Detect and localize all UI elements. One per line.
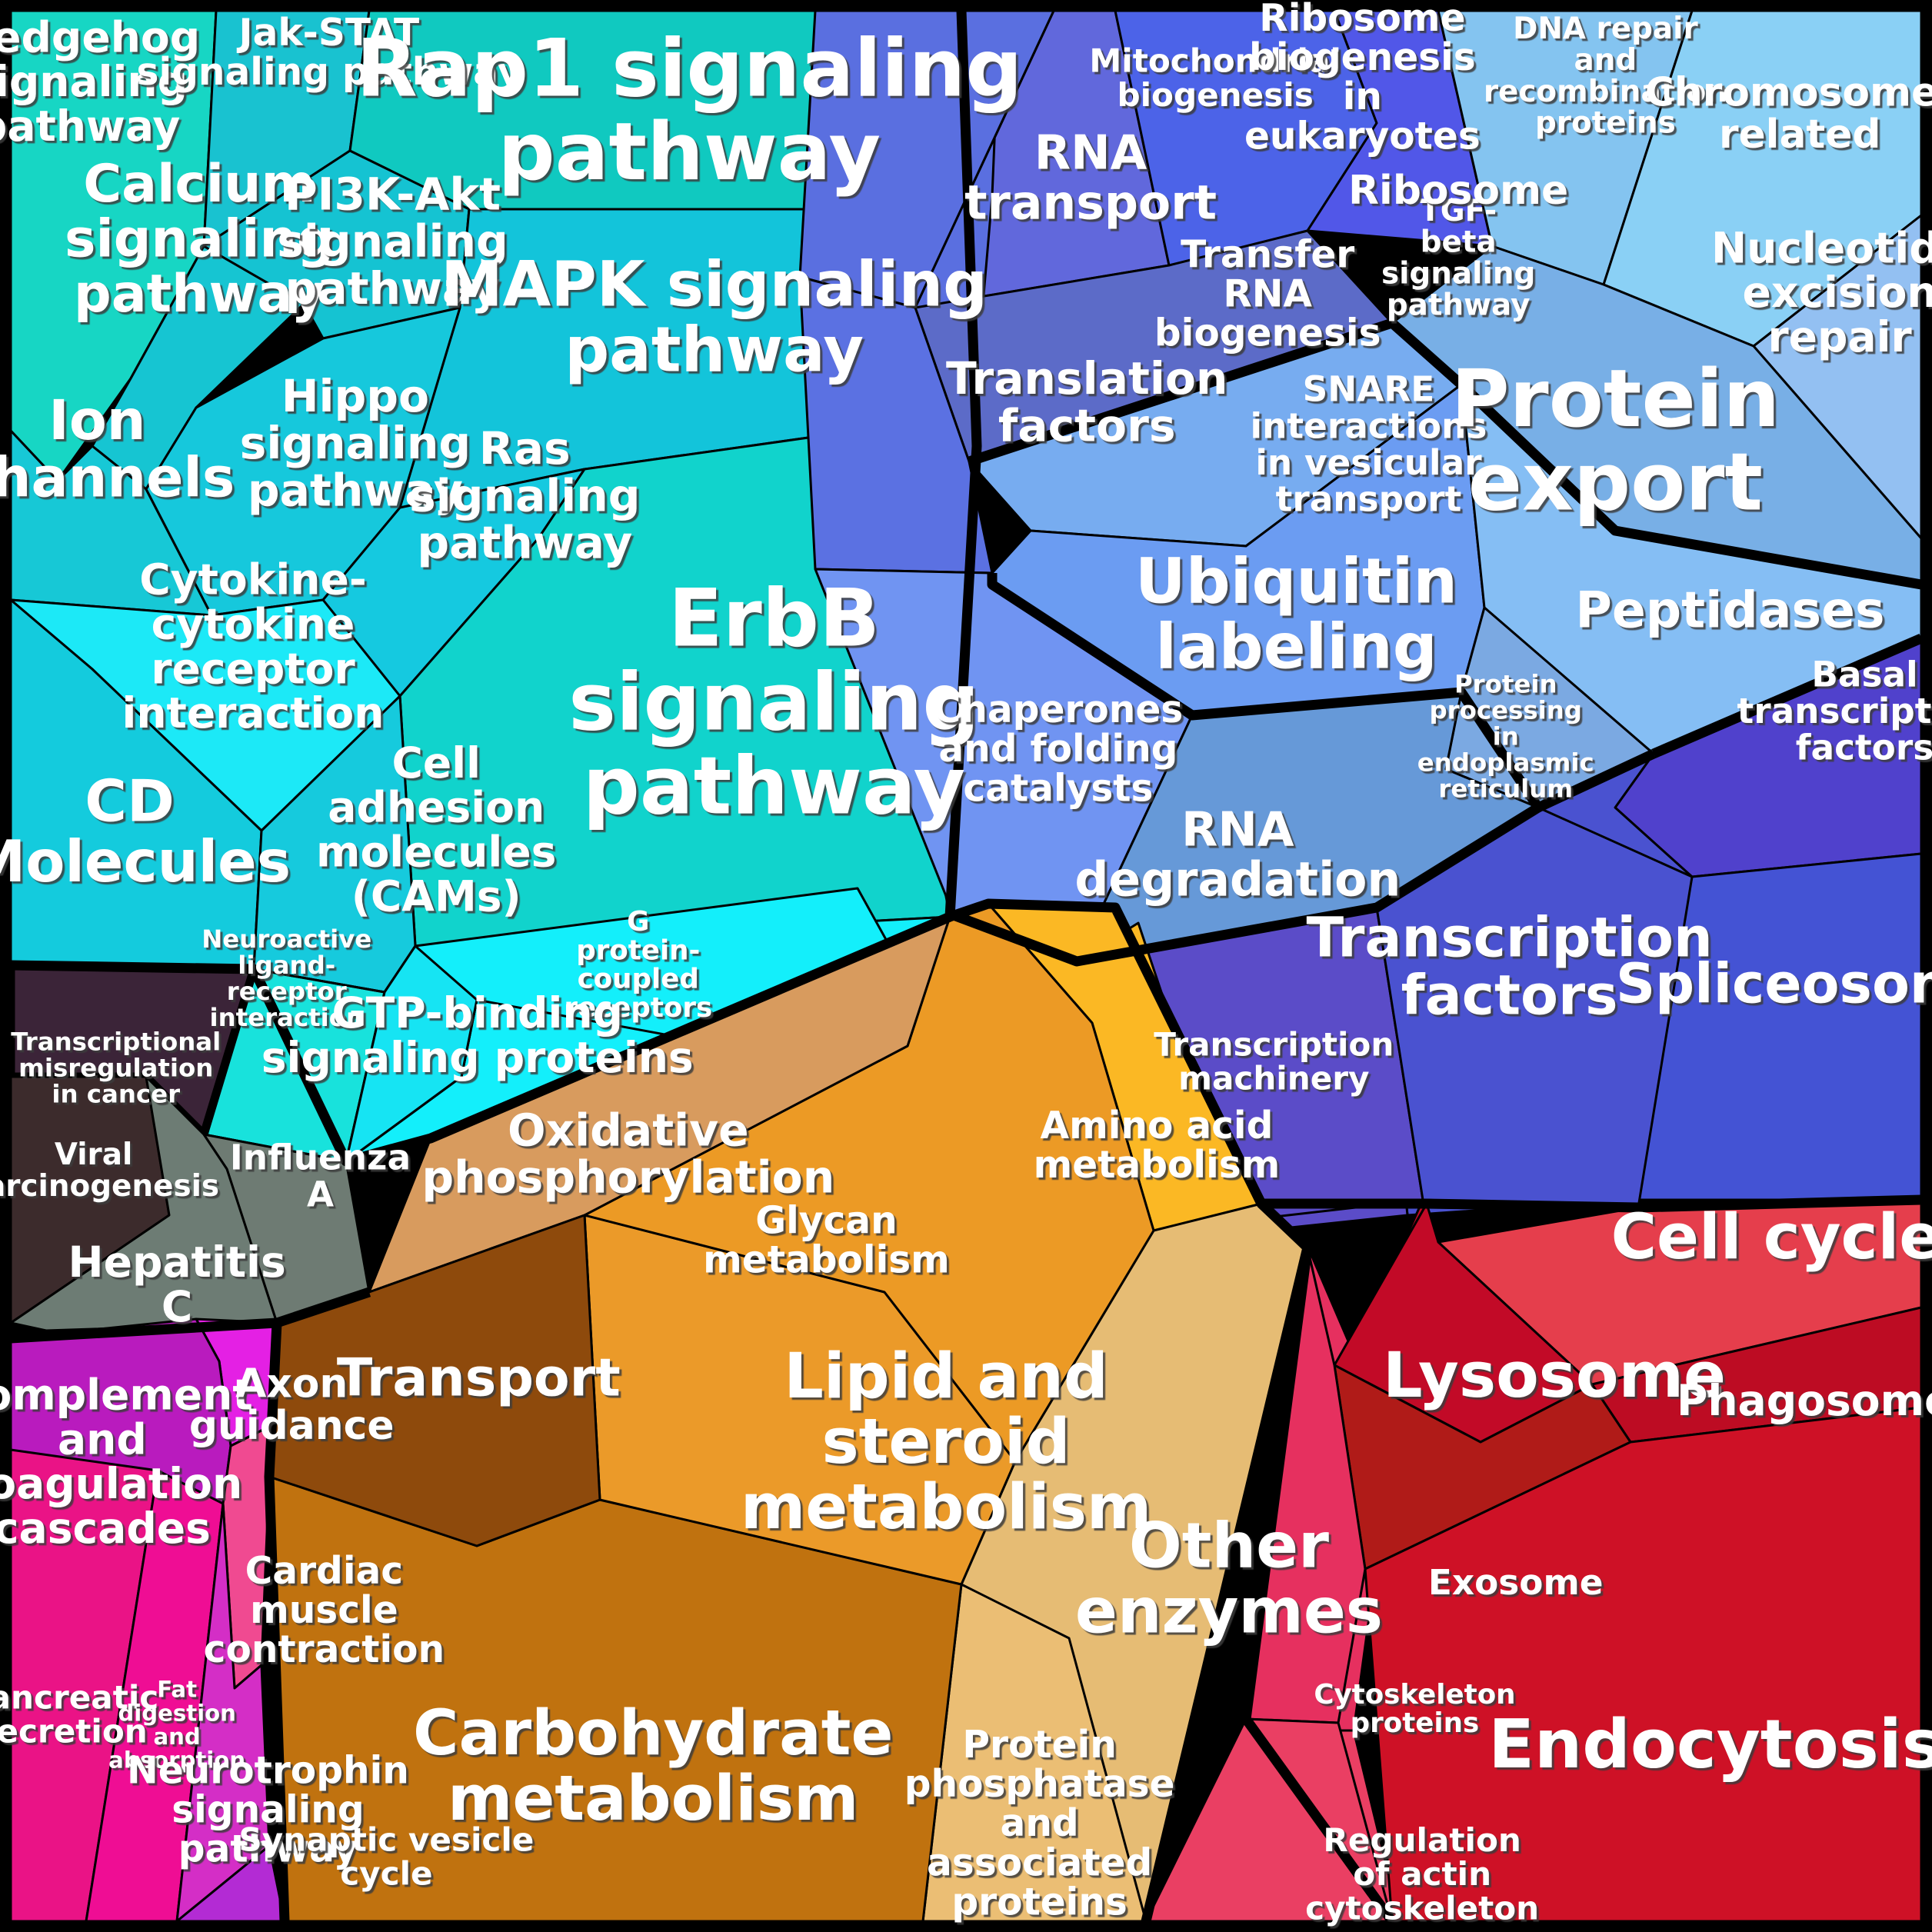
red-overlay [1144, 1198, 1923, 1923]
cell-g-protein-coupled-receptors-main[interactable] [345, 944, 478, 1163]
border-genetic-protein-export [967, 318, 1923, 590]
cell-translation-factors[interactable] [798, 275, 994, 575]
border-red-left [1241, 1247, 1397, 1924]
supercluster-genetic-information [798, 9, 1494, 575]
border-magenta-metabolism [264, 1322, 290, 1922]
border-metabolism-right [948, 898, 1313, 1923]
border-signaling-genetic [944, 10, 982, 918]
supercluster-protein-export [814, 9, 1923, 1017]
border-peptidase-basal [1651, 634, 1924, 758]
border-protein-export-transcription [987, 573, 1656, 813]
supercluster-human-diseases [6, 961, 371, 1332]
border-chaperone-transcription [951, 803, 1541, 967]
cell-neurotrophin-signaling-pathway-main[interactable] [175, 1502, 271, 1923]
border-signaling-metabolism [10, 912, 952, 1167]
border-transcription-red [1261, 1194, 1922, 1213]
